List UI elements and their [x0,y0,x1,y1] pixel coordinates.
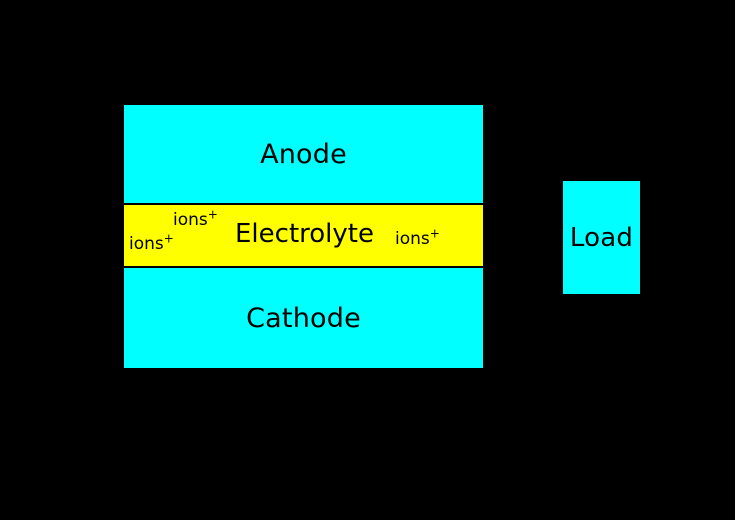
anode-layer: Anode [124,105,483,205]
electrolyte-label: Electrolyte [235,219,374,249]
ion-label-upper-left: ions+ [173,208,218,230]
electrolyte-layer: ions+ ions+ Electrolyte ions+ [124,205,483,268]
cathode-label: Cathode [246,302,361,334]
ion-label-upper-left-text: ions [173,210,208,230]
load-label: Load [569,222,634,253]
cathode-layer: Cathode [124,268,483,368]
load-box: Load [561,179,642,296]
anode-label: Anode [260,138,347,170]
ion-label-right-text: ions [395,229,430,249]
electrochemical-cell-stack: Anode ions+ ions+ Electrolyte ions+ Cath… [122,103,485,370]
ion-label-lower-left-charge: + [163,231,174,246]
ion-label-lower-left-text: ions [129,234,164,254]
ion-label-lower-left: ions+ [129,232,174,254]
ion-label-upper-left-charge: + [207,207,218,222]
ion-label-right-charge: + [429,226,440,241]
ion-label-right: ions+ [395,227,440,249]
